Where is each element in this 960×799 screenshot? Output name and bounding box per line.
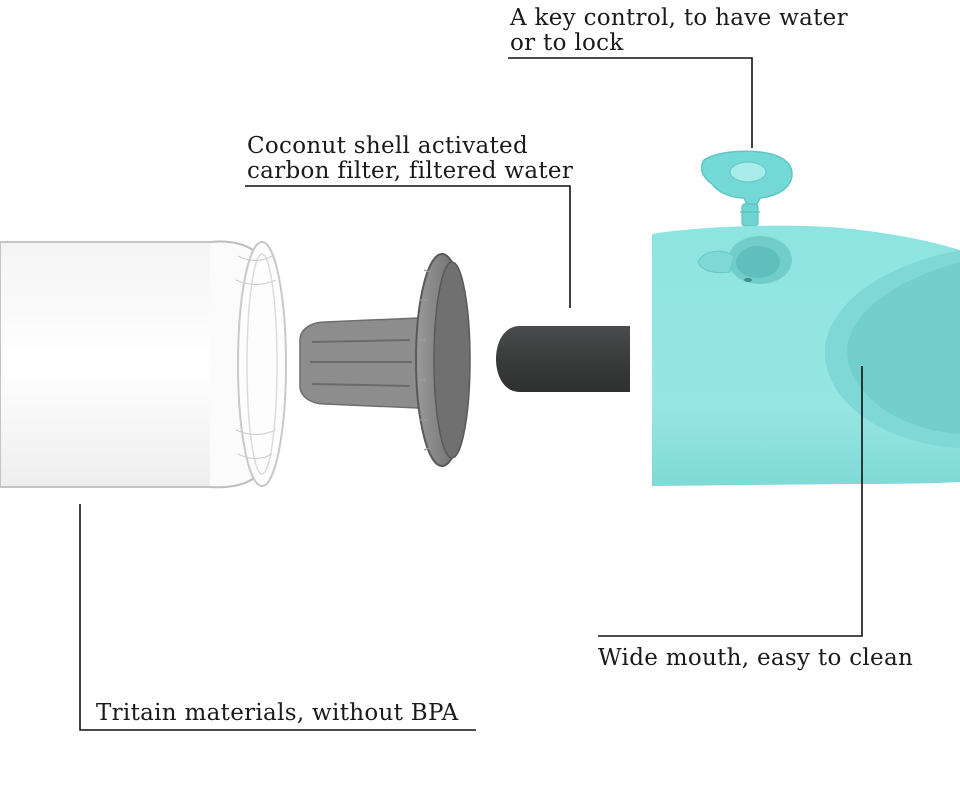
label-wide-mouth-line1: Wide mouth, easy to clean bbox=[598, 645, 914, 671]
leader-line-carbon-filter bbox=[245, 185, 571, 308]
label-carbon-filter-line2: carbon filter, filtered water bbox=[247, 158, 574, 184]
label-key-control: A key control, to have water or to lock bbox=[510, 6, 848, 56]
leader-lines bbox=[79, 57, 863, 731]
label-wide-mouth: Wide mouth, easy to clean bbox=[598, 646, 913, 671]
leader-line-tritain bbox=[79, 504, 476, 731]
label-key-control-line1: A key control, to have water bbox=[510, 5, 848, 31]
label-tritain-line1: Tritain materials, without BPA bbox=[96, 700, 459, 726]
wide-mouth-lid bbox=[652, 225, 960, 486]
filter-cap bbox=[299, 253, 471, 467]
carbon-filter-core bbox=[496, 326, 630, 392]
bottle-body bbox=[0, 240, 287, 489]
label-key-control-line2: or to lock bbox=[510, 30, 624, 56]
key-control bbox=[700, 150, 793, 227]
leader-line-wide-mouth bbox=[598, 366, 863, 637]
label-carbon-filter: Coconut shell activated carbon filter, f… bbox=[247, 134, 573, 184]
label-carbon-filter-line1: Coconut shell activated bbox=[247, 133, 528, 159]
label-tritain: Tritain materials, without BPA bbox=[96, 701, 459, 726]
leader-line-key-control bbox=[508, 57, 753, 148]
